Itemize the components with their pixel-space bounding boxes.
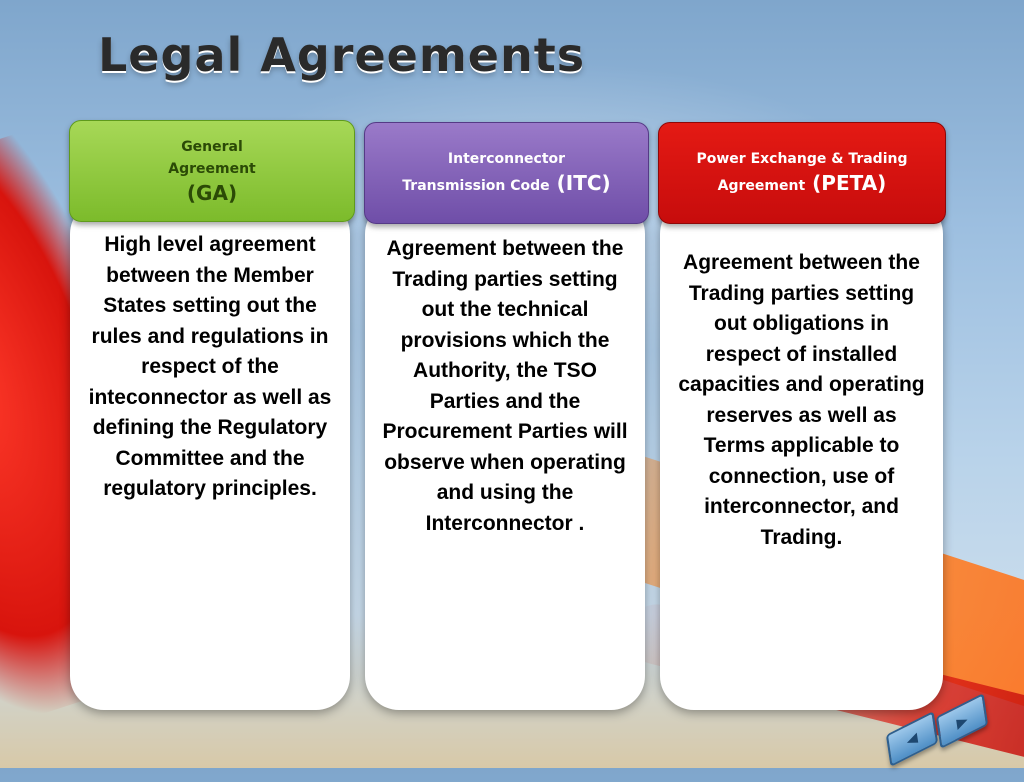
header-peta-line2: Agreement xyxy=(717,177,806,194)
header-peta-line1: Power Exchange & Trading xyxy=(696,150,908,167)
next-arrow-icon: ▶ xyxy=(955,710,969,731)
card-peta: Agreement between the Trading parties se… xyxy=(660,200,943,710)
header-itc-line2: Transmission Code xyxy=(402,177,550,194)
header-peta-abbr: (PETA) xyxy=(812,170,887,195)
header-itc-abbr: (ITC) xyxy=(556,170,611,195)
card-peta-body: Agreement between the Trading parties se… xyxy=(678,251,925,549)
header-itc: Interconnector Transmission Code (ITC) xyxy=(364,122,649,224)
header-peta: Power Exchange & Trading Agreement (PETA… xyxy=(658,122,946,224)
prev-arrow-icon: ◀ xyxy=(905,728,919,749)
card-itc: Agreement between the Trading parties se… xyxy=(365,200,645,710)
card-itc-body: Agreement between the Trading parties se… xyxy=(382,237,628,535)
page-title: Legal Agreements xyxy=(98,28,586,82)
header-ga-line1: General xyxy=(181,139,243,155)
header-ga: General Agreement (GA) xyxy=(69,120,355,222)
card-ga-body: High level agreement between the Member … xyxy=(88,233,332,500)
header-itc-line1: Interconnector xyxy=(447,150,566,167)
card-ga: High level agreement between the Member … xyxy=(70,200,350,710)
header-ga-line2: Agreement xyxy=(168,161,256,177)
header-ga-abbr: (GA) xyxy=(186,181,238,205)
